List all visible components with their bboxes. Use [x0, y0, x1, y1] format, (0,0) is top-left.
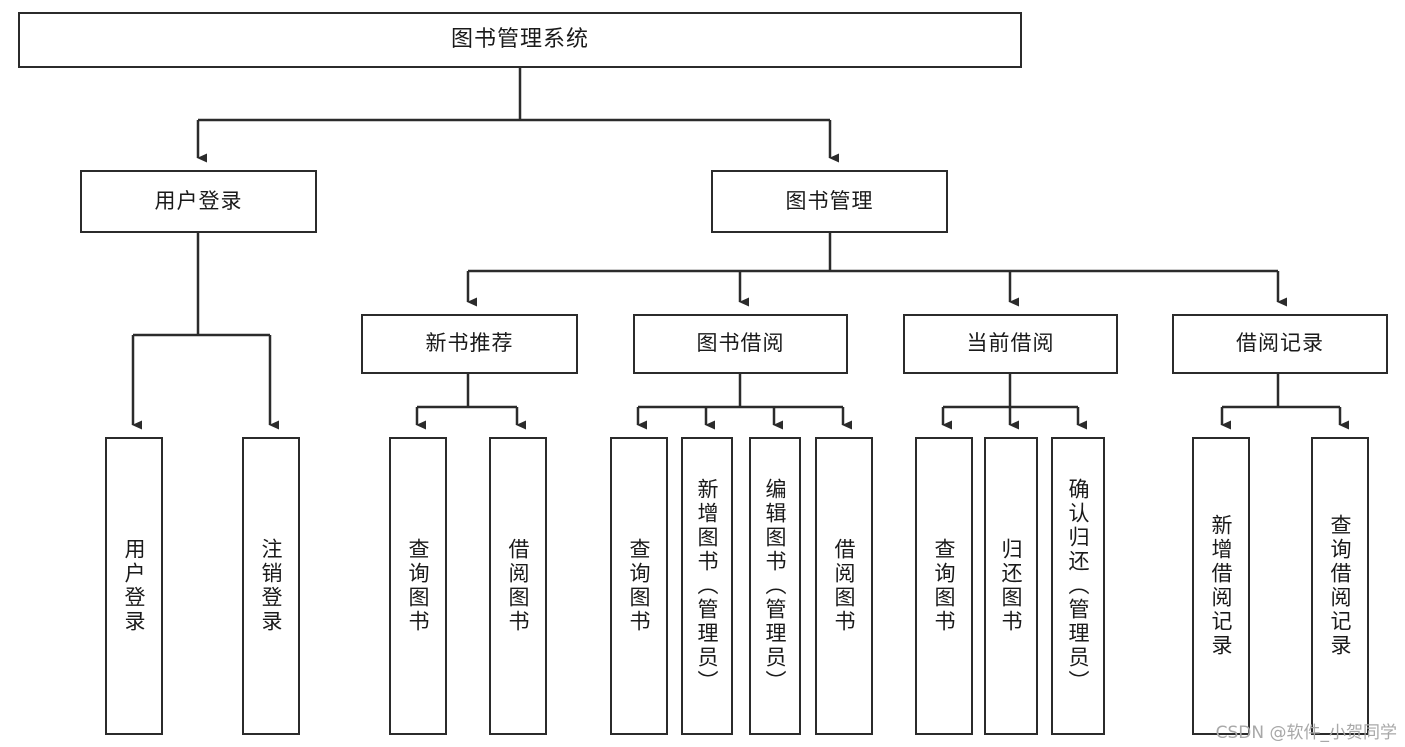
leaf-query-book-new-book[interactable]: 查询图书	[389, 437, 447, 735]
node-label: 确认归还（管理员）	[1066, 478, 1091, 694]
node-label: 查询图书	[932, 538, 957, 634]
leaf-query-borrowing-record[interactable]: 查询借阅记录	[1311, 437, 1369, 735]
node-label: 归还图书	[999, 538, 1024, 634]
node-label: 借阅记录	[1236, 331, 1324, 356]
node-label: 新增借阅记录	[1209, 514, 1234, 658]
node-label: 查询图书	[627, 538, 652, 634]
node-label: 新书推荐	[425, 331, 514, 356]
leaf-user-login[interactable]: 用户登录	[105, 437, 163, 735]
node-label: 图书管理系统	[450, 26, 589, 52]
node-label: 编辑图书（管理员）	[763, 478, 788, 694]
node-label: 借阅图书	[506, 538, 531, 634]
node-label: 借阅图书	[832, 538, 857, 634]
node-label: 图书借阅	[696, 331, 785, 356]
leaf-query-book-borrowing[interactable]: 查询图书	[610, 437, 668, 735]
leaf-edit-book-admin[interactable]: 编辑图书（管理员）	[749, 437, 801, 735]
node-label: 查询借阅记录	[1328, 514, 1353, 658]
node-label: 当前借阅	[966, 331, 1055, 356]
leaf-return-book[interactable]: 归还图书	[984, 437, 1038, 735]
node-current-borrowing[interactable]: 当前借阅	[903, 314, 1118, 374]
node-user-login[interactable]: 用户登录	[80, 170, 317, 233]
node-book-management[interactable]: 图书管理	[711, 170, 948, 233]
leaf-add-book-admin[interactable]: 新增图书（管理员）	[681, 437, 733, 735]
node-new-book-recommendation[interactable]: 新书推荐	[361, 314, 578, 374]
leaf-logout[interactable]: 注销登录	[242, 437, 300, 735]
node-label: 图书管理	[785, 188, 874, 213]
leaf-query-book-current[interactable]: 查询图书	[915, 437, 973, 735]
node-root-book-management-system[interactable]: 图书管理系统	[18, 12, 1022, 68]
node-book-borrowing[interactable]: 图书借阅	[633, 314, 848, 374]
node-label: 注销登录	[259, 538, 284, 634]
node-label: 查询图书	[406, 538, 431, 634]
leaf-add-borrowing-record[interactable]: 新增借阅记录	[1192, 437, 1250, 735]
leaf-borrow-book-new-book[interactable]: 借阅图书	[489, 437, 547, 735]
leaf-borrow-book-borrowing[interactable]: 借阅图书	[815, 437, 873, 735]
node-label: 用户登录	[154, 188, 243, 213]
node-label: 用户登录	[122, 538, 147, 634]
node-label: 新增图书（管理员）	[695, 478, 720, 694]
leaf-confirm-return-admin[interactable]: 确认归还（管理员）	[1051, 437, 1105, 735]
node-borrowing-record[interactable]: 借阅记录	[1172, 314, 1388, 374]
